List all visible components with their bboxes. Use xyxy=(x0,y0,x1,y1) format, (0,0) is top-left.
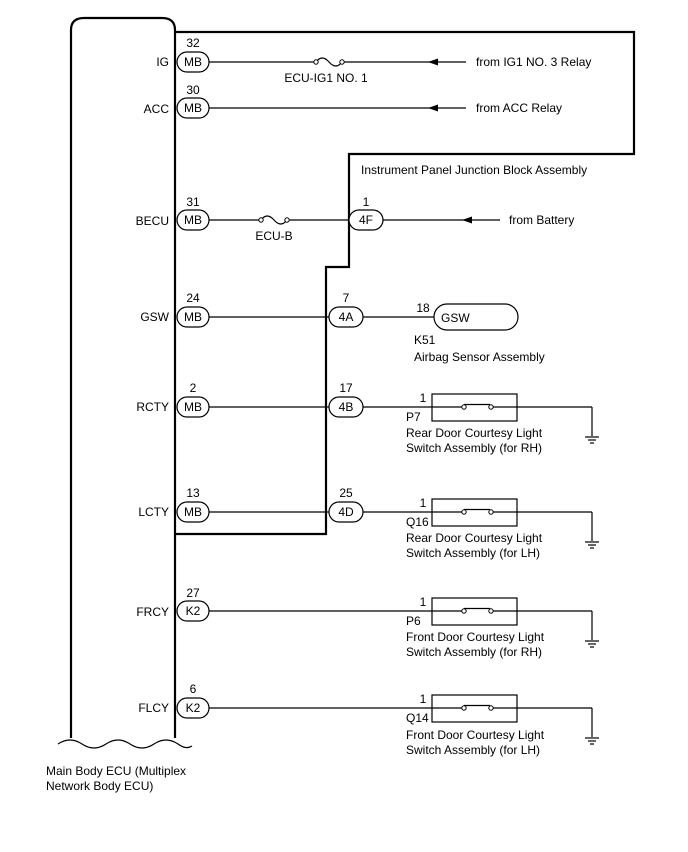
connector-code-lcty: MB xyxy=(184,505,202,519)
connector-code-rcty: MB xyxy=(184,400,202,414)
ground-icon xyxy=(585,737,599,745)
jb-connector-code-4f: 4F xyxy=(359,213,373,227)
ecu-name-line1: Main Body ECU (Multiplex xyxy=(46,764,186,778)
airbag-code: K51 xyxy=(414,333,436,347)
switch-name-line1: Rear Door Courtesy Light xyxy=(406,426,543,440)
connector-gsw xyxy=(176,306,210,328)
connector-ig xyxy=(176,51,210,73)
source-label-battery: from Battery xyxy=(509,213,574,227)
pin-number-flcy: 6 xyxy=(190,682,197,696)
airbag-terminal: GSW xyxy=(441,311,470,325)
connector-flcy xyxy=(176,697,210,719)
terminal-label-ig: IG xyxy=(156,55,169,69)
source-label-ig: from IG1 NO. 3 Relay xyxy=(476,55,591,69)
ground-icon xyxy=(585,640,599,648)
switch-name-line1: Front Door Courtesy Light xyxy=(406,630,545,644)
jb-connector-code-4a: 4A xyxy=(339,310,354,324)
switch-pin-number: 1 xyxy=(420,391,427,405)
ecu-name-line2: Network Body ECU) xyxy=(46,779,153,793)
switch-pin-number: 1 xyxy=(420,692,427,706)
jb-pin-number-4b: 17 xyxy=(339,381,353,395)
jb-connector-4d xyxy=(328,501,364,523)
switch-code: Q16 xyxy=(406,515,429,529)
connector-code-becu: MB xyxy=(184,213,202,227)
pin-number-becu: 31 xyxy=(186,195,200,209)
connector-code-frcy: K2 xyxy=(186,604,201,618)
terminal-label-acc: ACC xyxy=(144,102,170,116)
ecu-outline xyxy=(69,16,177,738)
connector-code-flcy: K2 xyxy=(186,701,201,715)
ecu-break-line xyxy=(57,739,193,749)
fuse-icon xyxy=(257,215,291,225)
fuse-label-ig: ECU-IG1 NO. 1 xyxy=(284,71,368,85)
switch-contact-icon xyxy=(432,607,517,614)
connector-frcy xyxy=(176,600,210,622)
jb-pin-number-4a: 7 xyxy=(343,291,350,305)
fuse-icon xyxy=(312,57,346,67)
terminal-label-lcty: LCTY xyxy=(138,505,169,519)
switch-code: P7 xyxy=(406,410,421,424)
connector-code-acc: MB xyxy=(184,101,202,115)
pin-number-ig: 32 xyxy=(186,36,200,50)
airbag-connector xyxy=(433,303,519,331)
connector-code-gsw: MB xyxy=(184,310,202,324)
pin-number-acc: 30 xyxy=(186,83,200,97)
connector-becu xyxy=(176,209,210,231)
switch-name-line2: Switch Assembly (for LH) xyxy=(406,743,540,757)
terminal-label-rcty: RCTY xyxy=(136,400,169,414)
switch-code: Q14 xyxy=(406,711,429,725)
ground-icon xyxy=(585,436,599,444)
pin-number-rcty: 2 xyxy=(190,381,197,395)
terminal-label-frcy: FRCY xyxy=(136,605,169,619)
connector-code-ig: MB xyxy=(184,55,202,69)
ground-icon xyxy=(585,541,599,549)
terminal-label-flcy: FLCY xyxy=(138,701,169,715)
airbag-pin-number: 18 xyxy=(416,301,430,315)
terminal-label-gsw: GSW xyxy=(140,310,169,324)
arrow-left-icon xyxy=(428,58,438,66)
connector-rcty xyxy=(176,396,210,418)
switch-pin-number: 1 xyxy=(420,595,427,609)
jb-connector-code-4d: 4D xyxy=(338,505,354,519)
switch-name-line2: Switch Assembly (for RH) xyxy=(406,645,542,659)
source-label-acc: from ACC Relay xyxy=(476,101,562,115)
switch-code: P6 xyxy=(406,614,421,628)
connector-acc xyxy=(176,97,210,119)
arrow-left-icon xyxy=(428,104,438,112)
pin-number-frcy: 27 xyxy=(186,586,200,600)
switch-name-line2: Switch Assembly (for RH) xyxy=(406,441,542,455)
switch-name-line1: Rear Door Courtesy Light xyxy=(406,531,543,545)
switch-name-line1: Front Door Courtesy Light xyxy=(406,728,545,742)
pin-number-lcty: 13 xyxy=(186,486,200,500)
fuse-label-becu: ECU-B xyxy=(255,229,292,243)
pin-number-gsw: 24 xyxy=(186,291,200,305)
jb-pin-number-4f: 1 xyxy=(363,195,370,209)
switch-pin-number: 1 xyxy=(420,496,427,510)
terminal-label-becu: BECU xyxy=(136,214,169,228)
jb-connector-4f xyxy=(348,209,384,231)
connector-lcty xyxy=(176,501,210,523)
switch-contact-icon xyxy=(432,403,517,410)
jb-connector-4b xyxy=(328,396,364,418)
switch-name-line2: Switch Assembly (for LH) xyxy=(406,546,540,560)
jb-connector-4a xyxy=(328,306,364,328)
jb-connector-code-4b: 4B xyxy=(339,400,354,414)
airbag-name: Airbag Sensor Assembly xyxy=(414,350,545,364)
junction-block-name: Instrument Panel Junction Block Assembly xyxy=(361,163,587,177)
power-enclosure xyxy=(175,30,636,536)
switch-contact-icon xyxy=(432,508,517,515)
jb-pin-number-4d: 25 xyxy=(339,486,353,500)
arrow-left-icon xyxy=(462,216,472,224)
switch-contact-icon xyxy=(432,704,517,711)
